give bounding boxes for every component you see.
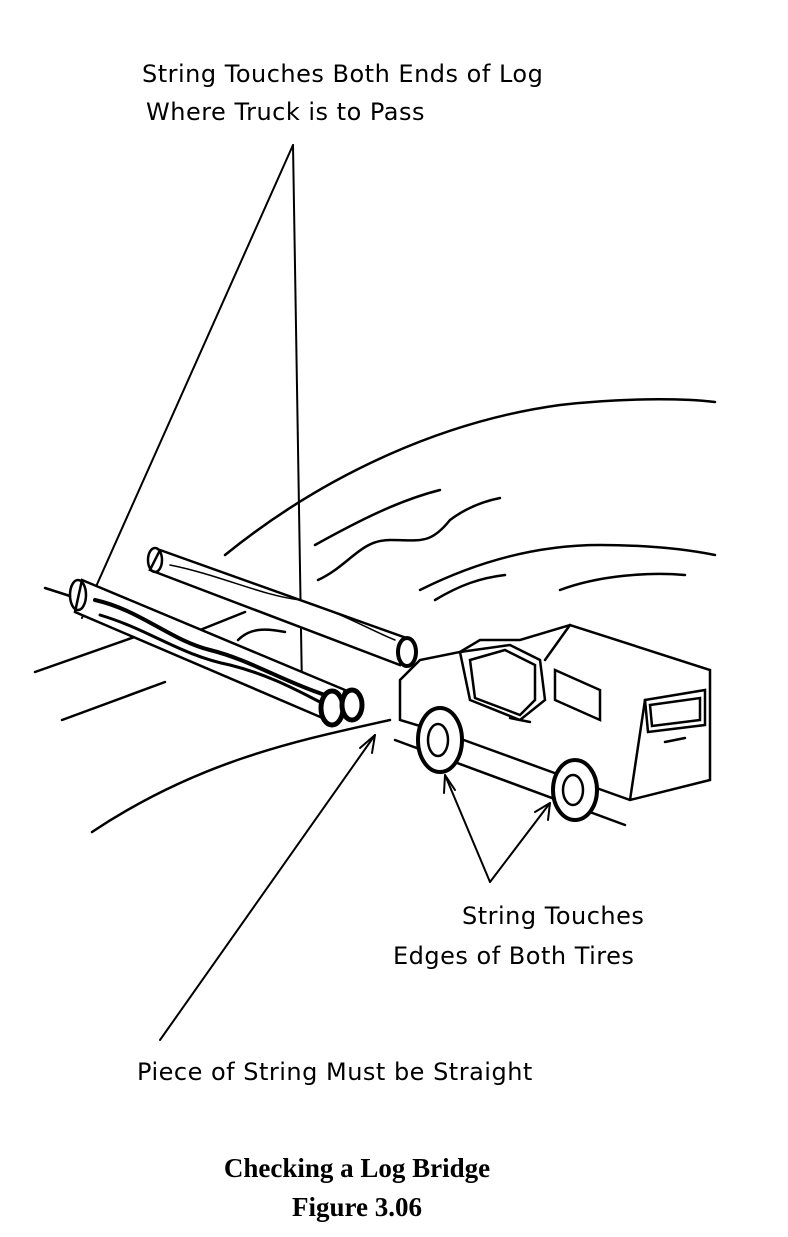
label-string-touches-tires: String Touches: [462, 902, 645, 930]
label-string-straight: Piece of String Must be Straight: [137, 1058, 533, 1086]
rear-tire: [551, 758, 599, 822]
hill-contours: [223, 398, 717, 642]
label-truck-pass: Where Truck is to Pass: [146, 98, 426, 126]
pointer-arrows: [159, 734, 551, 1041]
figure-title: Checking a Log Bridge: [223, 1153, 491, 1183]
back-log: [146, 546, 418, 668]
front-log: [68, 578, 365, 728]
label-string-touches-log: String Touches Both Ends of Log: [142, 60, 544, 88]
label-edges-tires: Edges of Both Tires: [393, 942, 635, 970]
truck: [398, 623, 712, 822]
front-tire: [416, 706, 464, 774]
figure-number: Figure 3.06: [292, 1192, 422, 1222]
